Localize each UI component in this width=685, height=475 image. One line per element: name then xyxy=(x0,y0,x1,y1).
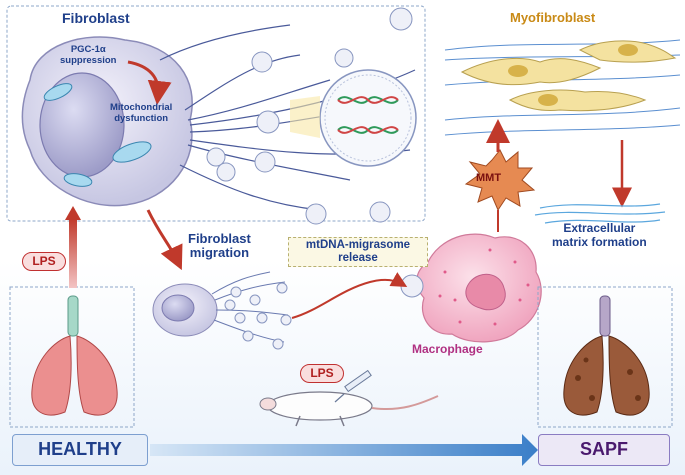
pgc-label: PGC-1α suppression xyxy=(60,44,117,67)
macrophage-granules xyxy=(438,248,530,326)
dna-icon xyxy=(337,96,399,134)
mmt-label: MMT xyxy=(476,172,502,184)
lung-healthy-icon xyxy=(31,295,118,416)
migrasome-zoom xyxy=(319,69,417,167)
lps-arrow-shaft xyxy=(69,218,77,288)
ecm-label: Extracellular matrix formation xyxy=(552,221,647,250)
migration-to-macrophage-arrow xyxy=(291,272,408,319)
macrophage-label: Macrophage xyxy=(412,342,483,356)
pgc-arrow xyxy=(127,60,172,105)
migrating-nucleus xyxy=(161,294,195,322)
fibroblast-title: Fibroblast xyxy=(62,10,130,26)
migration-line1: Fibroblast xyxy=(188,231,251,246)
migration-label: Fibroblast migration xyxy=(188,231,251,261)
healthy-label: HEALTHY xyxy=(12,434,148,466)
lps-badge-top: LPS xyxy=(22,252,66,271)
fibroblast-panel xyxy=(6,5,426,222)
mtdna-line1: mtDNA-migrasome xyxy=(305,239,411,251)
mouse-icon xyxy=(259,391,439,427)
mtdna-line2: release xyxy=(338,252,378,265)
mtdna-label: mtDNA-migrasome release xyxy=(288,237,428,267)
migrasome-icon xyxy=(206,7,413,225)
ecm-line2: matrix formation xyxy=(552,234,647,249)
migration-line2: migration xyxy=(189,245,250,261)
lung-fibrotic-icon xyxy=(563,295,650,416)
mito-line2: dysfunction xyxy=(114,113,169,125)
sapf-label: SAPF xyxy=(538,434,670,466)
sapf-panel xyxy=(537,286,673,428)
migrasome-icon xyxy=(224,282,292,350)
fibroblast-migration-arrow xyxy=(146,209,183,271)
ecm-fibers xyxy=(534,203,666,224)
macrophage-nucleus xyxy=(465,273,506,311)
mmt-burst xyxy=(464,149,536,212)
mito-label: Mitochondrial dysfunction xyxy=(110,102,172,125)
lps-badge-mouse: LPS xyxy=(300,364,344,383)
lps-arrow-head xyxy=(65,206,81,220)
syringe-icon xyxy=(334,369,372,403)
migrasome-icon xyxy=(400,274,424,298)
myofibroblast-title: Myofibroblast xyxy=(510,10,596,25)
zoom-highlight xyxy=(290,96,320,138)
myofibroblast-cells xyxy=(444,39,681,136)
pgc-line2: suppression xyxy=(60,55,117,67)
pgc-line1: PGC-1α xyxy=(70,44,106,55)
mito-line1: Mitochondrial xyxy=(110,102,173,113)
migrasome-zoom-inner xyxy=(324,74,412,162)
progression-arrow xyxy=(150,434,538,466)
mitochondrion-icon xyxy=(43,83,152,187)
ecm-line1: Extracellular xyxy=(563,221,636,235)
